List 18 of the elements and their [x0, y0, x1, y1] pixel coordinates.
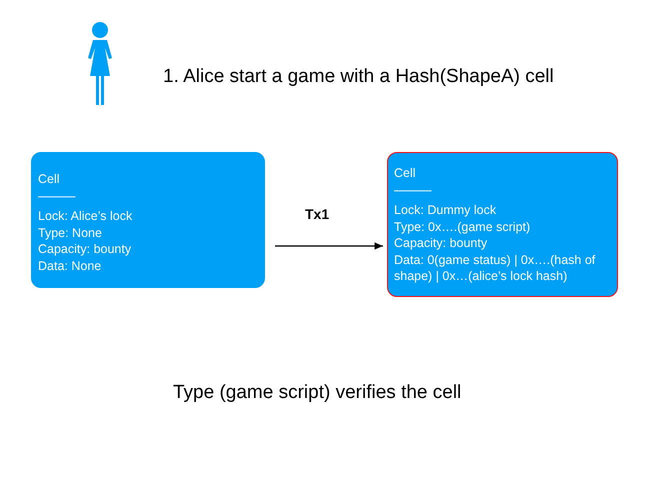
cell-box: [387, 152, 618, 297]
cell-divider: ———: [38, 188, 76, 204]
cell-field: Capacity: bounty: [38, 241, 258, 258]
cell-divider: ———: [394, 182, 432, 198]
cell-field: Type: None: [38, 224, 258, 241]
edge-label: Tx1: [305, 206, 330, 222]
cell-field: Type: 0x….(game script): [394, 218, 611, 235]
cell-field: Capacity: bounty: [394, 235, 611, 252]
cell-box: [31, 152, 265, 288]
cell-heading: Cell: [38, 171, 61, 188]
arrow: [275, 242, 383, 250]
cell-heading: Cell: [394, 165, 417, 182]
cell-field: Data: 0(game status) | 0x….(hash of shape) | 0x…(alice’s lock hash): [394, 252, 611, 284]
cell-field: Lock: Alice’s lock: [38, 208, 258, 224]
cell-field: Lock: Dummy lock: [394, 202, 611, 218]
note: Type (game script) verifies the cell: [173, 382, 462, 404]
cell-field: Data: None: [38, 258, 258, 274]
step-title: 1. Alice start a game with a Hash(ShapeA) cell: [163, 66, 554, 88]
